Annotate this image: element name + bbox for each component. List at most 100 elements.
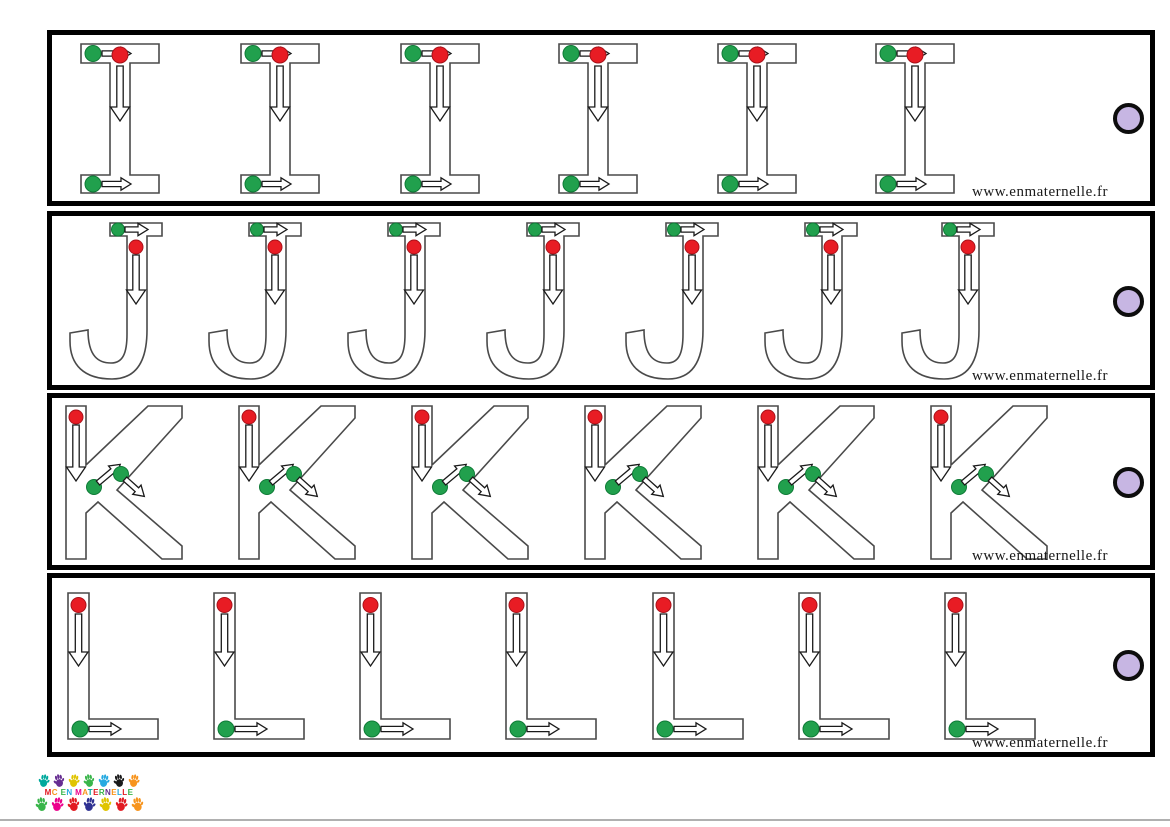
handprint-icon bbox=[35, 796, 47, 811]
trace-letter-J bbox=[764, 222, 858, 380]
stop-dot bbox=[362, 597, 379, 613]
handprint-icon bbox=[113, 773, 125, 787]
stroke-direction-arrow bbox=[402, 222, 428, 237]
letter-outline bbox=[238, 405, 356, 560]
stroke-direction-arrow bbox=[263, 222, 289, 237]
letter-outline bbox=[347, 222, 441, 380]
handprint-icon bbox=[115, 796, 127, 811]
trace-letter-K bbox=[584, 405, 702, 560]
tracing-row-letter-k: www.enmaternelle.fr bbox=[47, 393, 1155, 570]
stroke-direction-arrow bbox=[987, 476, 1011, 498]
handprints-bottom bbox=[35, 796, 144, 812]
start-dot bbox=[943, 222, 957, 237]
trace-letter-I bbox=[717, 43, 797, 194]
stroke-direction-arrow bbox=[680, 222, 706, 237]
stroke-direction-arrow bbox=[421, 176, 453, 192]
trace-letter-J bbox=[625, 222, 719, 380]
stroke-direction-arrow bbox=[359, 613, 382, 668]
stroke-direction-arrow bbox=[109, 65, 131, 123]
letter-group-i bbox=[52, 35, 1150, 201]
letter-outline bbox=[208, 222, 302, 380]
binder-hole-marker bbox=[1113, 103, 1144, 134]
stop-dot bbox=[128, 239, 144, 255]
letter-outline bbox=[625, 222, 719, 380]
watermark-url: www.enmaternelle.fr bbox=[972, 184, 1108, 200]
trace-letter-L bbox=[505, 592, 597, 740]
logo-text: MC EN MATERNELLE bbox=[44, 787, 134, 797]
letter-outline bbox=[69, 222, 163, 380]
stop-dot bbox=[68, 409, 84, 425]
stop-dot bbox=[748, 46, 766, 64]
handprint-icon bbox=[128, 774, 140, 787]
start-dot bbox=[656, 720, 674, 738]
trace-letter-K bbox=[757, 405, 875, 560]
trace-letter-I bbox=[400, 43, 480, 194]
start-dot bbox=[244, 175, 262, 193]
stroke-direction-arrow bbox=[526, 721, 561, 737]
start-dot bbox=[806, 222, 820, 237]
stroke-direction-arrow bbox=[261, 176, 293, 192]
stop-dot bbox=[933, 409, 949, 425]
start-dot bbox=[250, 222, 264, 237]
stroke-direction-arrow bbox=[957, 254, 979, 306]
trace-letter-I bbox=[240, 43, 320, 194]
stroke-direction-arrow bbox=[542, 254, 564, 306]
start-dot bbox=[805, 466, 821, 482]
trace-letter-J bbox=[208, 222, 302, 380]
stop-dot bbox=[947, 597, 964, 613]
letter-outline bbox=[486, 222, 580, 380]
letter-group-k bbox=[52, 398, 1150, 565]
stop-dot bbox=[684, 239, 700, 255]
start-dot bbox=[217, 720, 235, 738]
binder-hole-marker bbox=[1113, 466, 1144, 498]
letter-outline bbox=[65, 405, 183, 560]
stroke-direction-arrow bbox=[641, 476, 665, 498]
start-dot bbox=[562, 45, 580, 62]
start-dot bbox=[509, 720, 527, 738]
stop-dot bbox=[70, 597, 87, 613]
stroke-direction-arrow bbox=[956, 222, 982, 237]
start-dot bbox=[363, 720, 381, 738]
start-dot bbox=[528, 222, 542, 237]
tracing-row-letter-l: www.enmaternelle.fr bbox=[47, 573, 1155, 757]
start-dot bbox=[948, 720, 966, 738]
handprint-icon bbox=[99, 796, 111, 811]
start-dot bbox=[404, 175, 422, 193]
trace-letter-J bbox=[486, 222, 580, 380]
stroke-direction-arrow bbox=[88, 721, 123, 737]
stop-dot bbox=[801, 597, 818, 613]
stroke-direction-arrow bbox=[820, 254, 842, 306]
stroke-direction-arrow bbox=[652, 613, 675, 668]
stroke-direction-arrow bbox=[411, 424, 433, 483]
handprints-top bbox=[38, 773, 140, 788]
stroke-direction-arrow bbox=[965, 721, 1000, 737]
handprint-icon bbox=[131, 796, 143, 811]
stop-dot bbox=[760, 409, 776, 425]
handprint-icon bbox=[98, 774, 110, 787]
letter-outline bbox=[757, 405, 875, 560]
trace-letter-I bbox=[80, 43, 160, 194]
start-dot bbox=[286, 466, 302, 482]
trace-letter-L bbox=[213, 592, 305, 740]
stop-dot bbox=[216, 597, 233, 613]
stop-dot bbox=[111, 46, 129, 64]
stop-dot bbox=[823, 239, 839, 255]
start-dot bbox=[632, 466, 648, 482]
stroke-direction-arrow bbox=[295, 476, 319, 498]
watermark-url: www.enmaternelle.fr bbox=[972, 735, 1108, 751]
stop-dot bbox=[655, 597, 672, 613]
trace-letter-K bbox=[930, 405, 1048, 560]
trace-letter-K bbox=[238, 405, 356, 560]
letter-outline bbox=[930, 405, 1048, 560]
trace-letter-L bbox=[67, 592, 159, 740]
stop-dot bbox=[545, 239, 561, 255]
stroke-direction-arrow bbox=[896, 176, 928, 192]
start-dot bbox=[879, 45, 897, 62]
stroke-direction-arrow bbox=[125, 254, 147, 306]
start-dot bbox=[84, 45, 102, 62]
stop-dot bbox=[587, 409, 603, 425]
letter-outline bbox=[901, 222, 995, 380]
tracing-row-letter-j: www.enmaternelle.fr bbox=[47, 211, 1155, 390]
stroke-direction-arrow bbox=[269, 65, 291, 123]
